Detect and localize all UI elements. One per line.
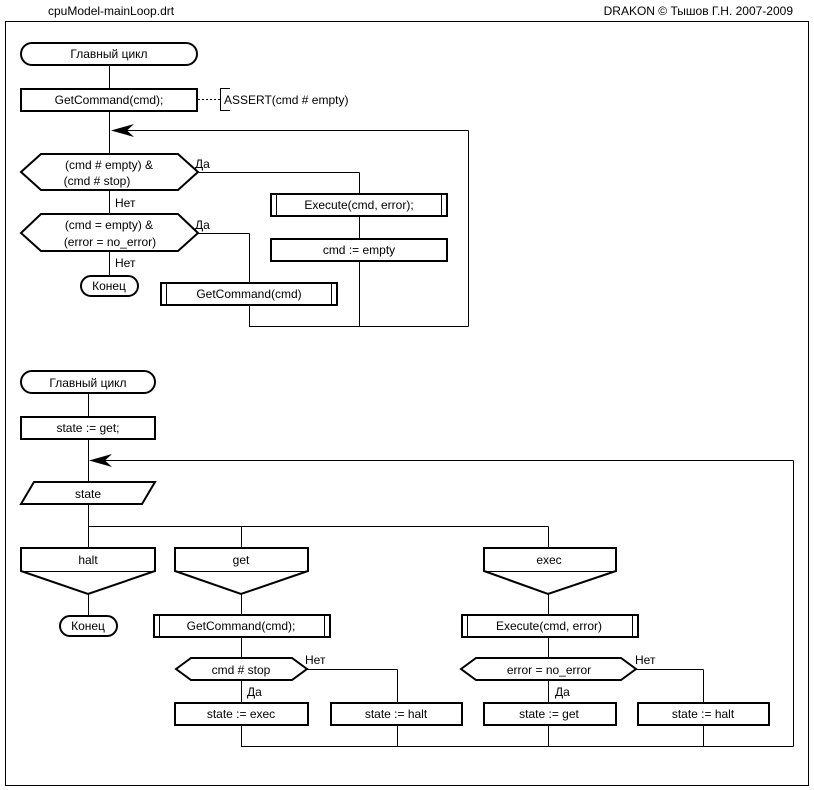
no-label-error: Нет (635, 653, 656, 667)
question-1-line1: (cmd # empty) & (65, 158, 153, 172)
insertion-execute-2 (461, 614, 639, 638)
insertion-execute (270, 193, 448, 217)
action-state-halt-2 (637, 702, 770, 726)
action-state-get (483, 702, 617, 726)
no-label-2: Нет (115, 256, 136, 270)
insertion-execute-2-label: Execute(cmd, error) (496, 619, 602, 633)
title-terminator-2 (20, 370, 156, 394)
insertion-get-command-2-label: GetCommand(cmd); (187, 619, 296, 633)
diagram-2-lines (88, 393, 794, 747)
insertion-get-command-2 (153, 614, 331, 638)
action-cmd-empty-label: cmd := empty (323, 243, 395, 257)
diagram-1: Главный цикл GetCommand(cmd); ASSERT(cmd… (19, 42, 469, 327)
switch-state-label: state (75, 487, 101, 501)
end-label-2: Конец (71, 619, 105, 633)
no-label-1: Нет (115, 196, 136, 210)
assert-comment: ASSERT(cmd # empty) (224, 93, 348, 107)
diagram-2: Главный цикл state := get; state halt ge… (19, 370, 794, 747)
case-get-label: get (233, 553, 250, 567)
action-state-get-init-label: state := get; (56, 421, 119, 435)
end-label-1: Конец (92, 279, 126, 293)
action-cmd-empty (270, 238, 448, 262)
case-halt-label: halt (78, 553, 98, 567)
action-state-exec-label: state := exec (207, 707, 275, 721)
question-no-error-label: error = no_error (507, 663, 591, 677)
question-cmd-not-stop-label: cmd # stop (212, 663, 271, 677)
question-empty-no-error (19, 213, 200, 252)
action-get-command (20, 88, 198, 112)
action-state-get-init (20, 416, 156, 440)
yes-label-stop: Да (247, 685, 262, 699)
loop-arrow-1 (111, 124, 134, 137)
question-not-empty-not-stop (19, 153, 200, 191)
loop-arrow-2 (89, 454, 112, 467)
action-state-halt-2-label: state := halt (672, 707, 735, 721)
insertion-execute-label: Execute(cmd, error); (304, 198, 413, 212)
end-terminator-2 (59, 615, 118, 637)
file-name: cpuModel-mainLoop.drt (48, 4, 175, 18)
copyright: DRAKON © Тышов Г.Н. 2007-2009 (604, 4, 794, 18)
diagram-1-lines (109, 65, 469, 327)
insertion-get-command (160, 282, 338, 306)
case-exec-label: exec (536, 553, 561, 567)
action-state-halt-1-label: state := halt (365, 707, 428, 721)
yes-label-1: Да (195, 157, 210, 171)
yes-label-error: Да (555, 685, 570, 699)
action-state-exec (174, 702, 309, 726)
question-2-line2: (error = no_error) (64, 235, 156, 249)
end-terminator-1 (80, 275, 139, 297)
diagram-frame (5, 21, 809, 786)
action-state-get-label: state := get (519, 707, 579, 721)
switch-state (19, 481, 157, 505)
question-no-error (459, 657, 638, 681)
insertion-get-command-label: GetCommand(cmd) (196, 287, 301, 301)
action-get-command-label: GetCommand(cmd); (55, 93, 164, 107)
yes-label-2: Да (195, 218, 210, 232)
title-label: Главный цикл (70, 47, 147, 61)
question-2-line1: (cmd = empty) & (65, 218, 153, 232)
question-1-line2: (cmd # stop) (64, 174, 131, 188)
action-state-halt-1 (330, 702, 463, 726)
title-label-2: Главный цикл (49, 376, 126, 390)
title-terminator (20, 42, 198, 66)
no-label-stop: Нет (305, 653, 326, 667)
question-cmd-not-stop (174, 657, 309, 681)
